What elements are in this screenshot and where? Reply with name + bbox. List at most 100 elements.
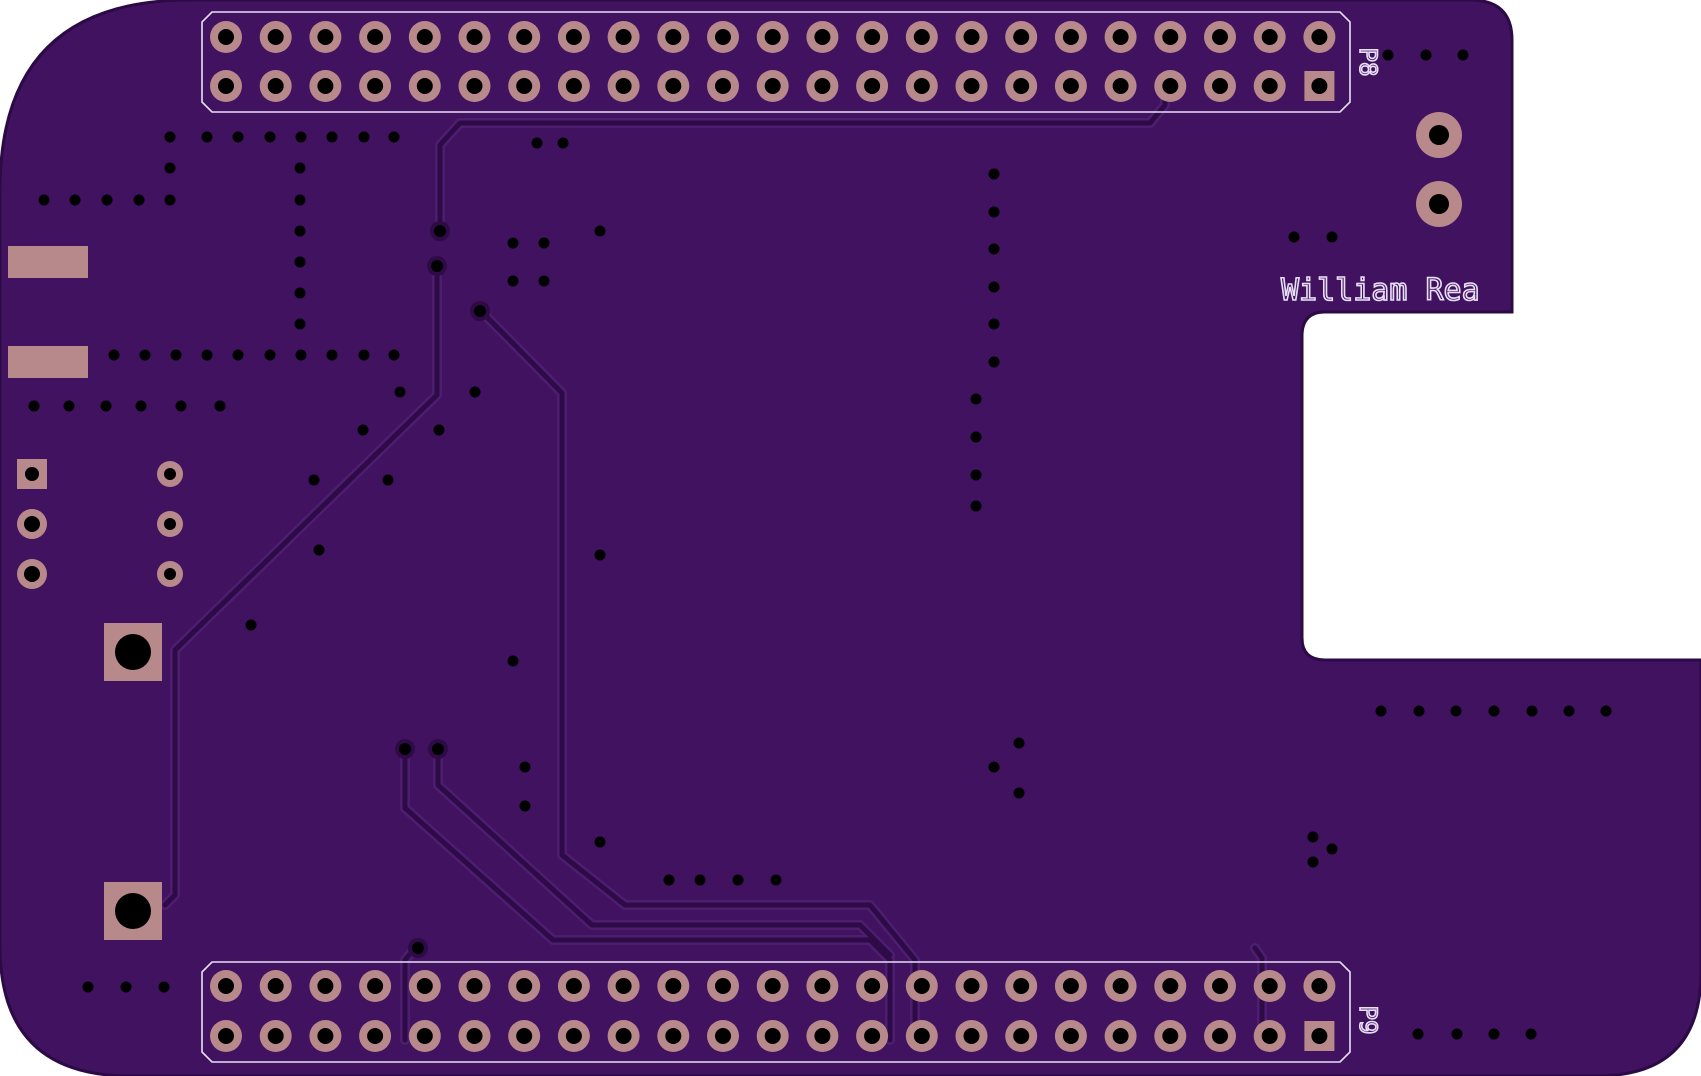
trace-via-drill: [412, 942, 424, 954]
via: [120, 981, 132, 993]
header-pin-drill: [218, 29, 234, 45]
via: [264, 349, 276, 361]
via: [557, 137, 569, 149]
header-pin-drill: [466, 29, 483, 45]
header-pin-drill: [1311, 78, 1328, 94]
via: [358, 349, 370, 361]
via: [214, 400, 226, 412]
via: [394, 386, 406, 398]
header-pin-drill: [218, 78, 234, 94]
via: [232, 349, 244, 361]
header-pin-drill: [1062, 1028, 1079, 1044]
via: [232, 131, 244, 143]
header-pin-drill: [1162, 78, 1179, 94]
via: [164, 162, 176, 174]
header-pin-drill: [963, 78, 980, 94]
header-pin-drill: [1062, 978, 1079, 994]
via: [988, 243, 1000, 255]
header-pin-drill: [1311, 29, 1328, 45]
via: [594, 225, 606, 237]
header-p9-label: P9: [1354, 1006, 1382, 1035]
header-pin-drill: [367, 1028, 384, 1044]
header-pin-drill: [764, 29, 781, 45]
via: [531, 137, 543, 149]
via: [594, 836, 606, 848]
via: [264, 131, 276, 143]
header-pin-drill: [1062, 29, 1079, 45]
via: [201, 349, 213, 361]
header-pin-drill: [1013, 978, 1030, 994]
via: [295, 131, 307, 143]
via: [1326, 843, 1338, 855]
header-pin-drill: [267, 78, 284, 94]
header-pin-drill: [1013, 29, 1030, 45]
trace-via-drill: [432, 743, 444, 755]
header-pin-drill: [913, 78, 930, 94]
via: [164, 131, 176, 143]
header-pin-drill: [516, 29, 533, 45]
header-pin-drill: [764, 978, 781, 994]
header-pin-drill: [466, 1028, 483, 1044]
header-pin-drill: [665, 1028, 682, 1044]
header-pin-drill: [665, 29, 682, 45]
via: [988, 206, 1000, 218]
header-pin-drill: [1311, 978, 1328, 994]
via: [294, 194, 306, 206]
header-pin-drill: [516, 78, 533, 94]
via: [988, 761, 1000, 773]
via: [970, 393, 982, 405]
header-pin-drill: [565, 978, 582, 994]
via: [1382, 49, 1394, 61]
trace-via-drill: [399, 743, 411, 755]
via: [135, 400, 147, 412]
via: [519, 800, 531, 812]
via: [158, 981, 170, 993]
header-pin-drill: [267, 978, 284, 994]
header-pin-drill: [466, 78, 483, 94]
via: [63, 400, 75, 412]
via: [988, 168, 1000, 180]
via: [388, 349, 400, 361]
header-pin-drill: [615, 978, 632, 994]
via: [970, 431, 982, 443]
header-pin-drill: [715, 29, 731, 45]
via: [1563, 705, 1575, 717]
header-pin-drill: [1013, 78, 1030, 94]
via: [469, 386, 481, 398]
trace-via-drill: [431, 260, 443, 272]
header-pin-drill: [1162, 1028, 1179, 1044]
via: [294, 318, 306, 330]
header-p8-label: P8: [1354, 48, 1382, 77]
via: [388, 131, 400, 143]
mount-pad-bottom: [1416, 181, 1462, 227]
header-pin-drill: [565, 1028, 582, 1044]
header-pin-drill: [615, 29, 632, 45]
header-pin-drill: [1212, 78, 1228, 94]
header-pin-drill: [466, 978, 483, 994]
header-pin-drill: [565, 78, 582, 94]
via: [538, 237, 550, 249]
header-p8: [210, 21, 1336, 102]
header-pin-drill: [1261, 1028, 1278, 1044]
via: [101, 194, 113, 206]
header-pin-drill: [516, 978, 533, 994]
header-pin-drill: [1112, 1028, 1129, 1044]
via: [357, 424, 369, 436]
header-pin-drill: [317, 78, 334, 94]
via: [1488, 705, 1500, 717]
header-pin-drill: [218, 1028, 234, 1044]
header-pin-drill: [416, 1028, 433, 1044]
header-pin-drill: [416, 78, 433, 94]
via: [164, 194, 176, 206]
header-p9-outline: [201, 961, 1351, 1063]
via: [245, 619, 257, 631]
via: [294, 162, 306, 174]
via: [170, 349, 182, 361]
mount-pad-top: [1416, 112, 1462, 158]
header-pin-drill: [864, 29, 881, 45]
via: [1288, 231, 1300, 243]
via: [1488, 1028, 1500, 1040]
header-pin-drill: [416, 978, 433, 994]
via: [1013, 737, 1025, 749]
